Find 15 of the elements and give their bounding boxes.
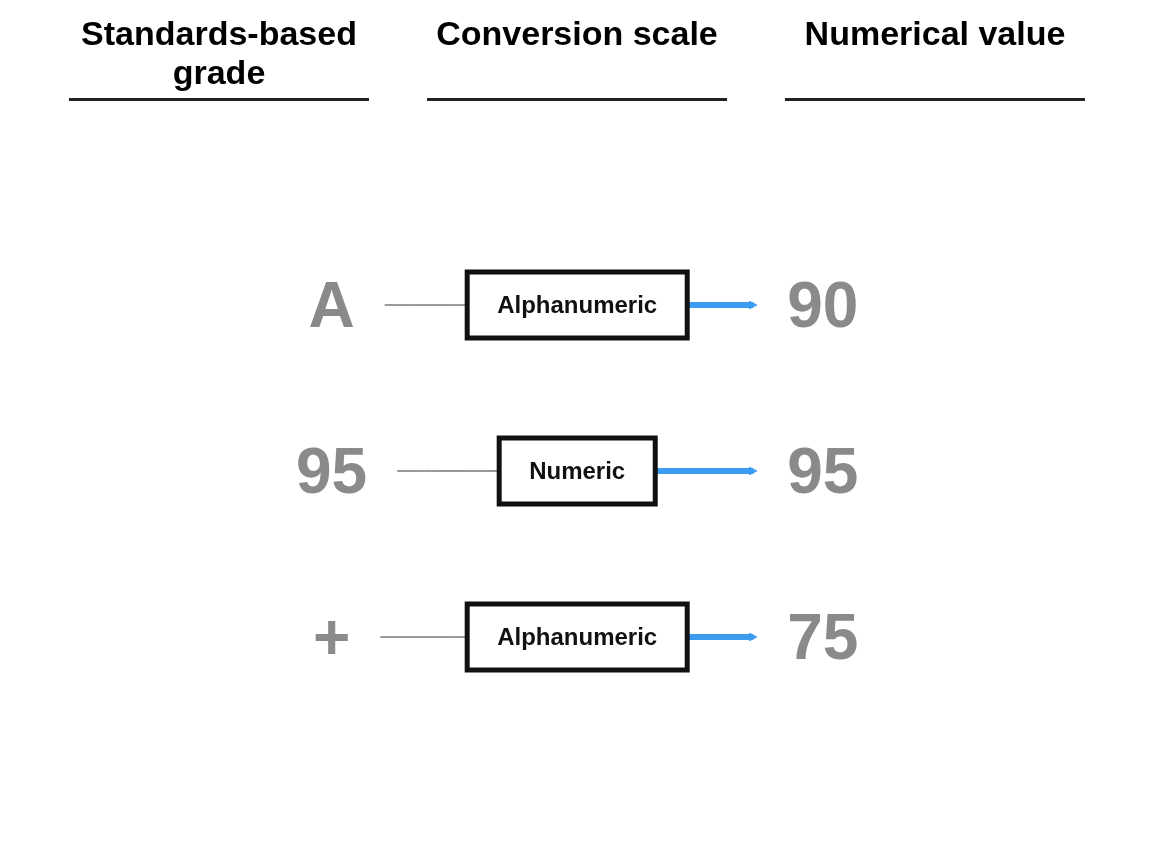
arrow	[655, 466, 758, 476]
node-text: 75	[787, 601, 859, 673]
node-box: Alphanumeric	[464, 269, 690, 341]
column-header: Conversion scale	[427, 14, 727, 101]
column-header: Numerical value	[785, 14, 1085, 101]
arrow	[687, 300, 758, 310]
arrow	[687, 632, 758, 642]
column-header: Standards-based grade	[69, 14, 369, 101]
node-box: Numeric	[496, 435, 658, 507]
node-text: 90	[787, 269, 859, 341]
node-box: Alphanumeric	[464, 601, 690, 673]
node-text: 95	[295, 435, 367, 507]
node-text: +	[312, 601, 351, 673]
node-text: A	[308, 269, 355, 341]
node-text: 95	[787, 435, 859, 507]
